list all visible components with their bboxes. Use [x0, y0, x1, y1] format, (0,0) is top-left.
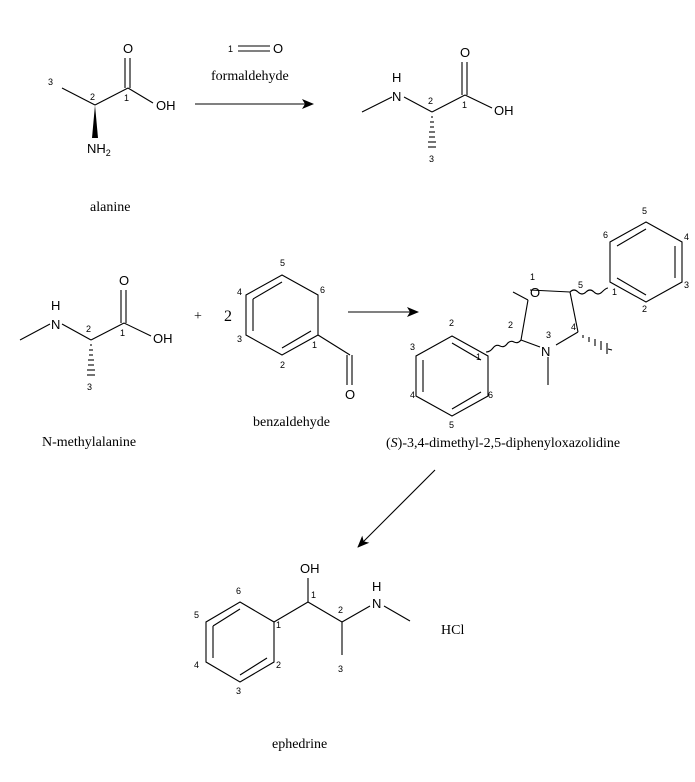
methylalanine-top-hash-bond — [428, 116, 436, 148]
ephedrine-atom-number-c2: 2 — [338, 605, 343, 615]
methylalanine-hash-bond — [87, 344, 95, 376]
ephedrine-atom-number-c1: 1 — [311, 590, 316, 600]
benzaldehyde-atom-number-6: 6 — [320, 285, 325, 295]
methylalanine-top-atom-number-2: 2 — [428, 96, 433, 106]
oxazolidine-ph-a-number-3: 3 — [410, 342, 415, 352]
benzaldehyde-caption: benzaldehyde — [253, 415, 330, 430]
methylalanine-top-n-atom: N — [392, 89, 401, 104]
alanine-oh-group: OH — [156, 98, 176, 113]
oxazolidine-ph-a-number-6: 6 — [488, 390, 493, 400]
ephedrine-ph-number-2: 2 — [276, 660, 281, 670]
benzaldehyde-atom-number-5: 5 — [280, 258, 285, 268]
oxazolidine-caption: (S)-3,4-dimethyl-2,5-diphenyloxazolidine — [386, 436, 620, 451]
methylalanine-structure: H N O OH 1 2 3 — [19, 273, 173, 392]
oxazolidine-ph-b-number-1: 1 — [612, 287, 617, 297]
oxazolidine-hash-bond — [582, 335, 608, 354]
benzaldehyde-o-atom: O — [345, 387, 355, 402]
oxazolidine-ring-number-2: 2 — [508, 320, 513, 330]
ephedrine-ph-number-5: 5 — [194, 610, 199, 620]
methylalanine-top-h-atom: H — [392, 70, 401, 85]
plus-sign: + — [194, 309, 202, 324]
methylalanine-atom-number-3: 3 — [87, 382, 92, 392]
oxazolidine-o-atom: O — [530, 285, 540, 300]
methylalanine-top-atom-number-3: 3 — [429, 154, 434, 164]
methylalanine-atom-number-1: 1 — [120, 328, 125, 338]
oxazolidine-ring-number-3: 3 — [546, 330, 551, 340]
benzaldehyde-atom-number-4: 4 — [237, 287, 242, 297]
oxazolidine-ph-a-number-5: 5 — [449, 420, 454, 430]
formaldehyde-o-atom: O — [273, 41, 283, 56]
ephedrine-oh-group: OH — [300, 561, 320, 576]
methylalanine-top-oh-group: OH — [494, 103, 514, 118]
formaldehyde-structure: 1 O — [228, 41, 283, 56]
ephedrine-atom-number-c3: 3 — [338, 664, 343, 674]
oxazolidine-ring-number-4: 4 — [571, 322, 576, 332]
benzaldehyde-atom-number-1: 1 — [312, 340, 317, 350]
methylalanine-top-atom-number-1: 1 — [462, 100, 467, 110]
oxazolidine-ph-a-number-1: 1 — [476, 352, 481, 362]
alanine-atom-number-3: 3 — [48, 77, 53, 87]
benzaldehyde-atom-number-2: 2 — [280, 360, 285, 370]
ephedrine-ph-number-1: 1 — [276, 620, 281, 630]
methylalanine-oh-group: OH — [153, 331, 173, 346]
benzaldehyde-coefficient: 2 — [224, 308, 232, 325]
methylalanine-h-atom: H — [51, 298, 60, 313]
reaction-arrow-3 — [357, 469, 436, 548]
formaldehyde-caption: formaldehyde — [211, 69, 289, 84]
oxazolidine-ph-a-number-2: 2 — [449, 318, 454, 328]
oxazolidine-ph-b-number-2: 2 — [642, 304, 647, 314]
alanine-nh2-group: NH2 — [87, 141, 111, 158]
oxazolidine-ring-number-1: 1 — [530, 272, 535, 282]
formaldehyde-atom-number-1: 1 — [228, 44, 233, 54]
methylalanine-o-atom: O — [119, 273, 129, 288]
alanine-atom-number-1: 1 — [124, 93, 129, 103]
oxazolidine-ring-number-5: 5 — [578, 280, 583, 290]
methylalanine-atom-number-2: 2 — [86, 324, 91, 334]
methylalanine-top-o-atom: O — [460, 45, 470, 60]
alanine-atom-number-2: 2 — [90, 92, 95, 102]
ephedrine-caption: ephedrine — [272, 737, 327, 752]
alanine-o-atom: O — [123, 41, 133, 56]
ephedrine-h-atom: H — [372, 579, 381, 594]
methylalanine-caption: N-methylalanine — [42, 435, 136, 450]
alanine-caption: alanine — [90, 200, 130, 215]
ephedrine-ph-number-4: 4 — [194, 660, 199, 670]
oxazolidine-ph-b-number-5: 5 — [642, 206, 647, 216]
ephedrine-structure: OH H N 1 2 3 1 2 3 4 5 6 — [194, 561, 411, 696]
oxazolidine-structure: O N 1 2 3 4 5 1 2 3 4 5 6 1 2 3 4 5 6 — [410, 206, 689, 430]
oxazolidine-n-atom: N — [541, 344, 550, 359]
ephedrine-ph-number-3: 3 — [236, 686, 241, 696]
benzaldehyde-atom-number-3: 3 — [237, 334, 242, 344]
methylalanine-n-atom: N — [51, 317, 60, 332]
oxazolidine-ph-b-number-3: 3 — [684, 280, 689, 290]
ephedrine-salt-label: HCl — [441, 623, 464, 638]
ephedrine-n-atom: N — [372, 596, 381, 611]
oxazolidine-ph-b-number-4: 4 — [684, 232, 689, 242]
oxazolidine-ph-a-number-4: 4 — [410, 390, 415, 400]
oxazolidine-ph-b-number-6: 6 — [603, 230, 608, 240]
ephedrine-ph-number-6: 6 — [236, 586, 241, 596]
benzaldehyde-structure: O 1 2 3 4 5 6 — [237, 258, 355, 402]
methylalanine-top-structure: H N O OH 1 2 3 — [361, 45, 514, 164]
alanine-structure: O OH NH2 1 2 3 — [48, 41, 176, 158]
